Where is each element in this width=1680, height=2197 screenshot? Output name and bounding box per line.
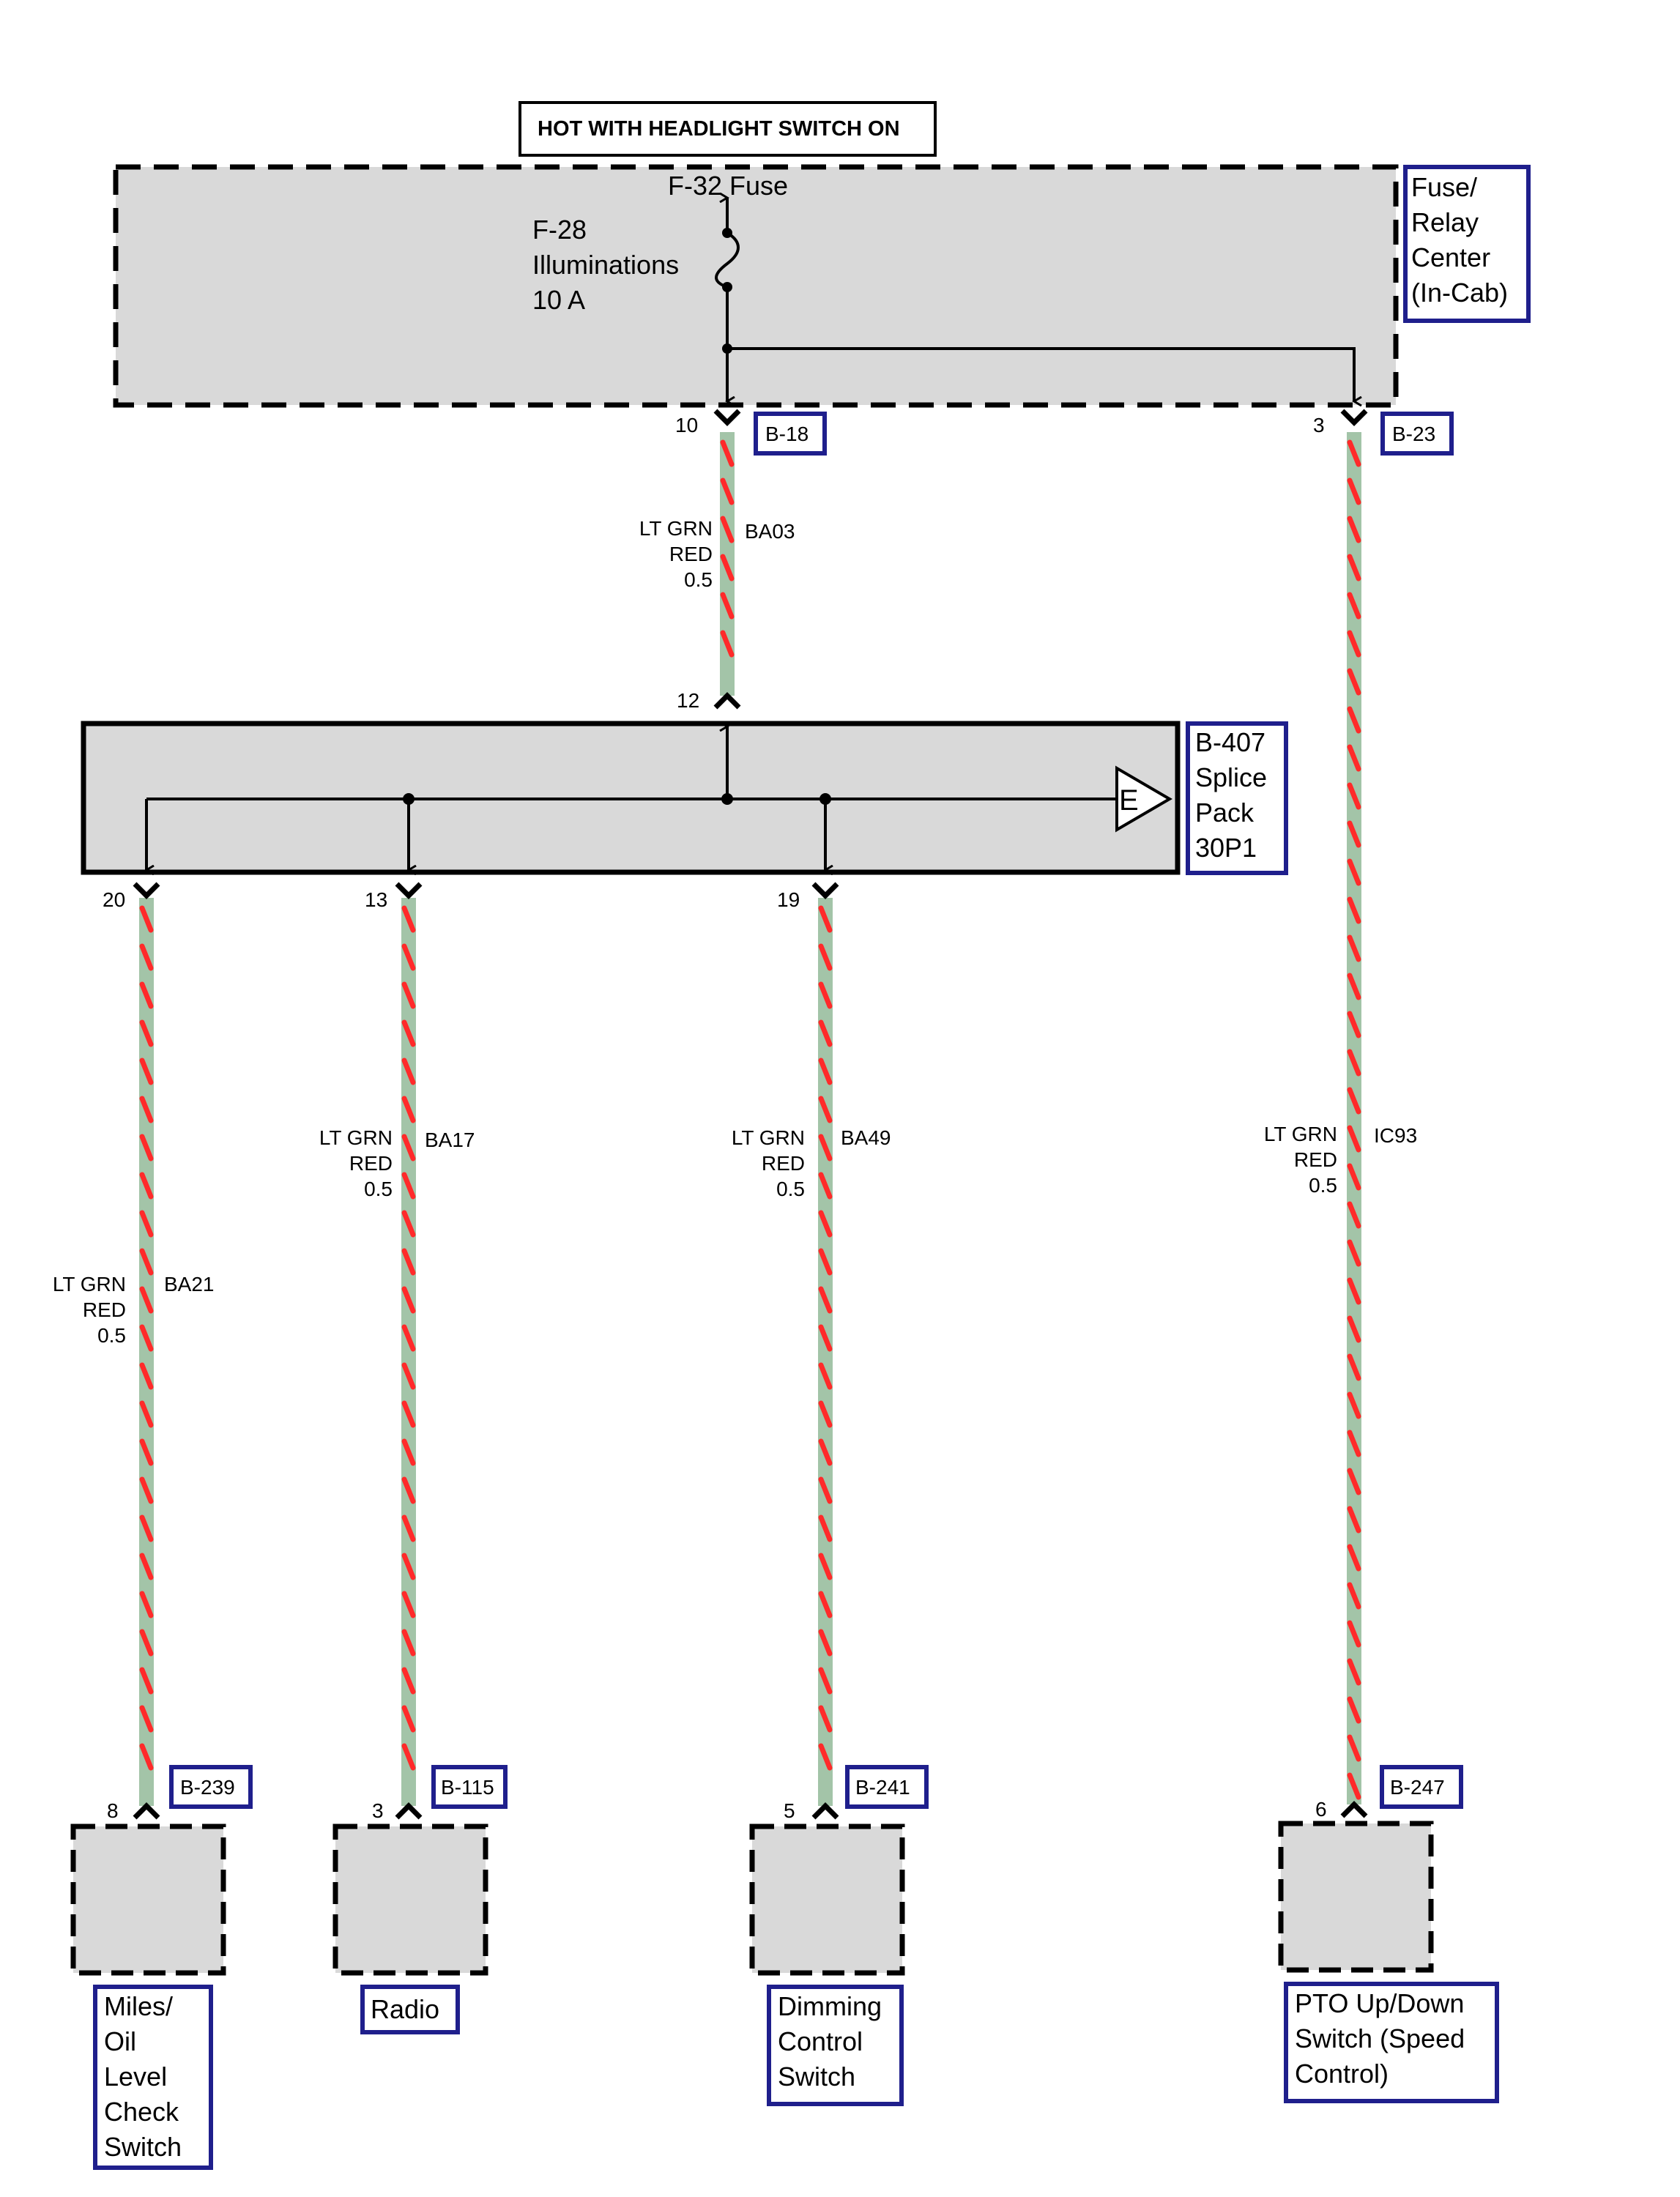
component-label-line: Check [104,2097,179,2127]
splice-pack: E [81,721,1181,872]
wire-ba21 [139,898,154,1806]
wire-circuit-id: BA49 [841,1126,891,1149]
splice-output-pin: 19 [777,888,800,911]
wire-color-line: RED [83,1298,126,1321]
component-radio: Radio [332,1824,488,2034]
connector-pin: 3 [1313,414,1325,436]
component-label-line: Miles/ [104,1991,173,2021]
component-label-line: Switch (Speed [1295,2023,1465,2053]
connector-pin: 6 [1315,1798,1327,1821]
connector-label: B-115 [441,1776,494,1799]
component-label-line: PTO Up/Down [1295,1988,1464,2018]
wire-gauge: 0.5 [1309,1174,1337,1197]
component-label-line: Switch [778,2062,855,2092]
connector-label: B-247 [1390,1776,1445,1799]
wire-color-line: RED [762,1152,805,1175]
wire-gauge: 0.5 [97,1324,126,1347]
component-label-line: Control [778,2026,863,2056]
connector-pin: 10 [675,414,698,436]
fuse-center-label: Fuse/ Relay Center (In-Cab) [1403,165,1531,323]
component-miles-oil-level-check-switch: Miles/ Oil Level Check Switch [70,1824,226,2170]
wire-color-line: LT GRN [1264,1123,1337,1145]
splice-output-pin: 20 [103,888,125,911]
connector-label: B-23 [1392,423,1435,445]
header-text: HOT WITH HEADLIGHT SWITCH ON [538,117,900,141]
splice-pack-label-line: B-407 [1195,727,1265,757]
connector-pin: 3 [372,1799,384,1822]
component-label-line: Switch [104,2132,182,2162]
connector-pin: 8 [107,1799,119,1822]
splice-output-connector: 13 [365,882,423,911]
splice-pack-label-line: 30P1 [1195,833,1257,863]
connector-b239: 8 B-239 [107,1765,253,1822]
wire-circuit-id: BA17 [425,1129,475,1151]
connector-b247: 6 B-247 [1315,1765,1463,1821]
wire-circuit-id: BA21 [164,1273,215,1295]
splice-output-connector: 19 [777,882,839,911]
wire-label-ic93: LT GRN RED 0.5 IC93 [1264,1123,1417,1197]
wire-gauge: 0.5 [364,1178,393,1200]
wire-color-line: LT GRN [732,1126,805,1149]
component-label-line: Radio [371,1994,439,2024]
fuse-ref-label: F-32 Fuse [668,171,788,201]
wire-color-line: RED [349,1152,393,1175]
wire-gauge: 0.5 [776,1178,805,1200]
wire-color-line: LT GRN [53,1273,126,1295]
wire-ba03 [720,432,735,696]
fuse-label-line: 10 A [532,285,585,315]
wire-label-ba49: LT GRN RED 0.5 BA49 [732,1126,891,1200]
connector-label: B-239 [180,1776,235,1799]
connector-b18: 10 B-18 [675,409,827,456]
splice-output-connector: 20 [103,882,160,911]
fuse-center-label-line: Relay [1411,207,1479,237]
wire-ba49 [818,898,833,1806]
wire-label-ba03: LT GRN RED 0.5 BA03 [639,517,795,591]
wire-color-line: RED [1294,1148,1337,1171]
splice-input-pin: 12 [677,689,699,712]
splice-pack-label: B-407 Splice Pack 30P1 [1186,721,1288,875]
connector-b241: 5 B-241 [784,1765,929,1822]
wire-color-line: LT GRN [639,517,713,540]
wire-ba17 [401,898,416,1806]
connector-b23: 3 B-23 [1313,409,1454,456]
splice-pack-label-line: Pack [1195,798,1255,828]
fuse-relay-center [113,164,1399,408]
splice-input-connector: 12 [677,689,741,712]
wire-ic93 [1347,432,1361,1804]
component-label-line: Level [104,2062,167,2092]
connector-b115: 3 B-115 [372,1765,508,1822]
component-label-line: Dimming [778,1991,882,2021]
fuse-center-label-line: (In-Cab) [1411,278,1508,308]
wire-color-line: LT GRN [319,1126,393,1149]
component-label-line: Control) [1295,2059,1389,2089]
wire-circuit-id: IC93 [1374,1124,1417,1147]
splice-output-pin: 13 [365,888,387,911]
connector-label: B-18 [765,423,809,445]
splice-terminal-label: E [1119,784,1139,817]
wire-color-line: RED [669,543,713,565]
header-box: HOT WITH HEADLIGHT SWITCH ON [519,101,937,157]
connector-pin: 5 [784,1799,795,1822]
component-dimming-control-switch: Dimming Control Switch [749,1824,905,2106]
splice-pack-label-line: Splice [1195,762,1267,792]
fuse-center-label-line: Fuse/ [1411,172,1477,202]
connector-label: B-241 [855,1776,910,1799]
fuse-label-line: F-28 [532,215,587,245]
wire-label-ba17: LT GRN RED 0.5 BA17 [319,1126,475,1200]
wire-circuit-id: BA03 [745,520,795,543]
fuse-label-line: Illuminations [532,250,679,280]
wires-layer [139,432,1361,1806]
wire-gauge: 0.5 [684,568,713,591]
wire-label-ba21: LT GRN RED 0.5 BA21 [53,1273,215,1347]
fuse-center-label-line: Center [1411,242,1490,272]
fuse-f28 [715,198,1354,401]
component-pto-up-down-switch: PTO Up/Down Switch (Speed Control) [1278,1821,1499,2103]
component-label-line: Oil [104,2026,136,2056]
